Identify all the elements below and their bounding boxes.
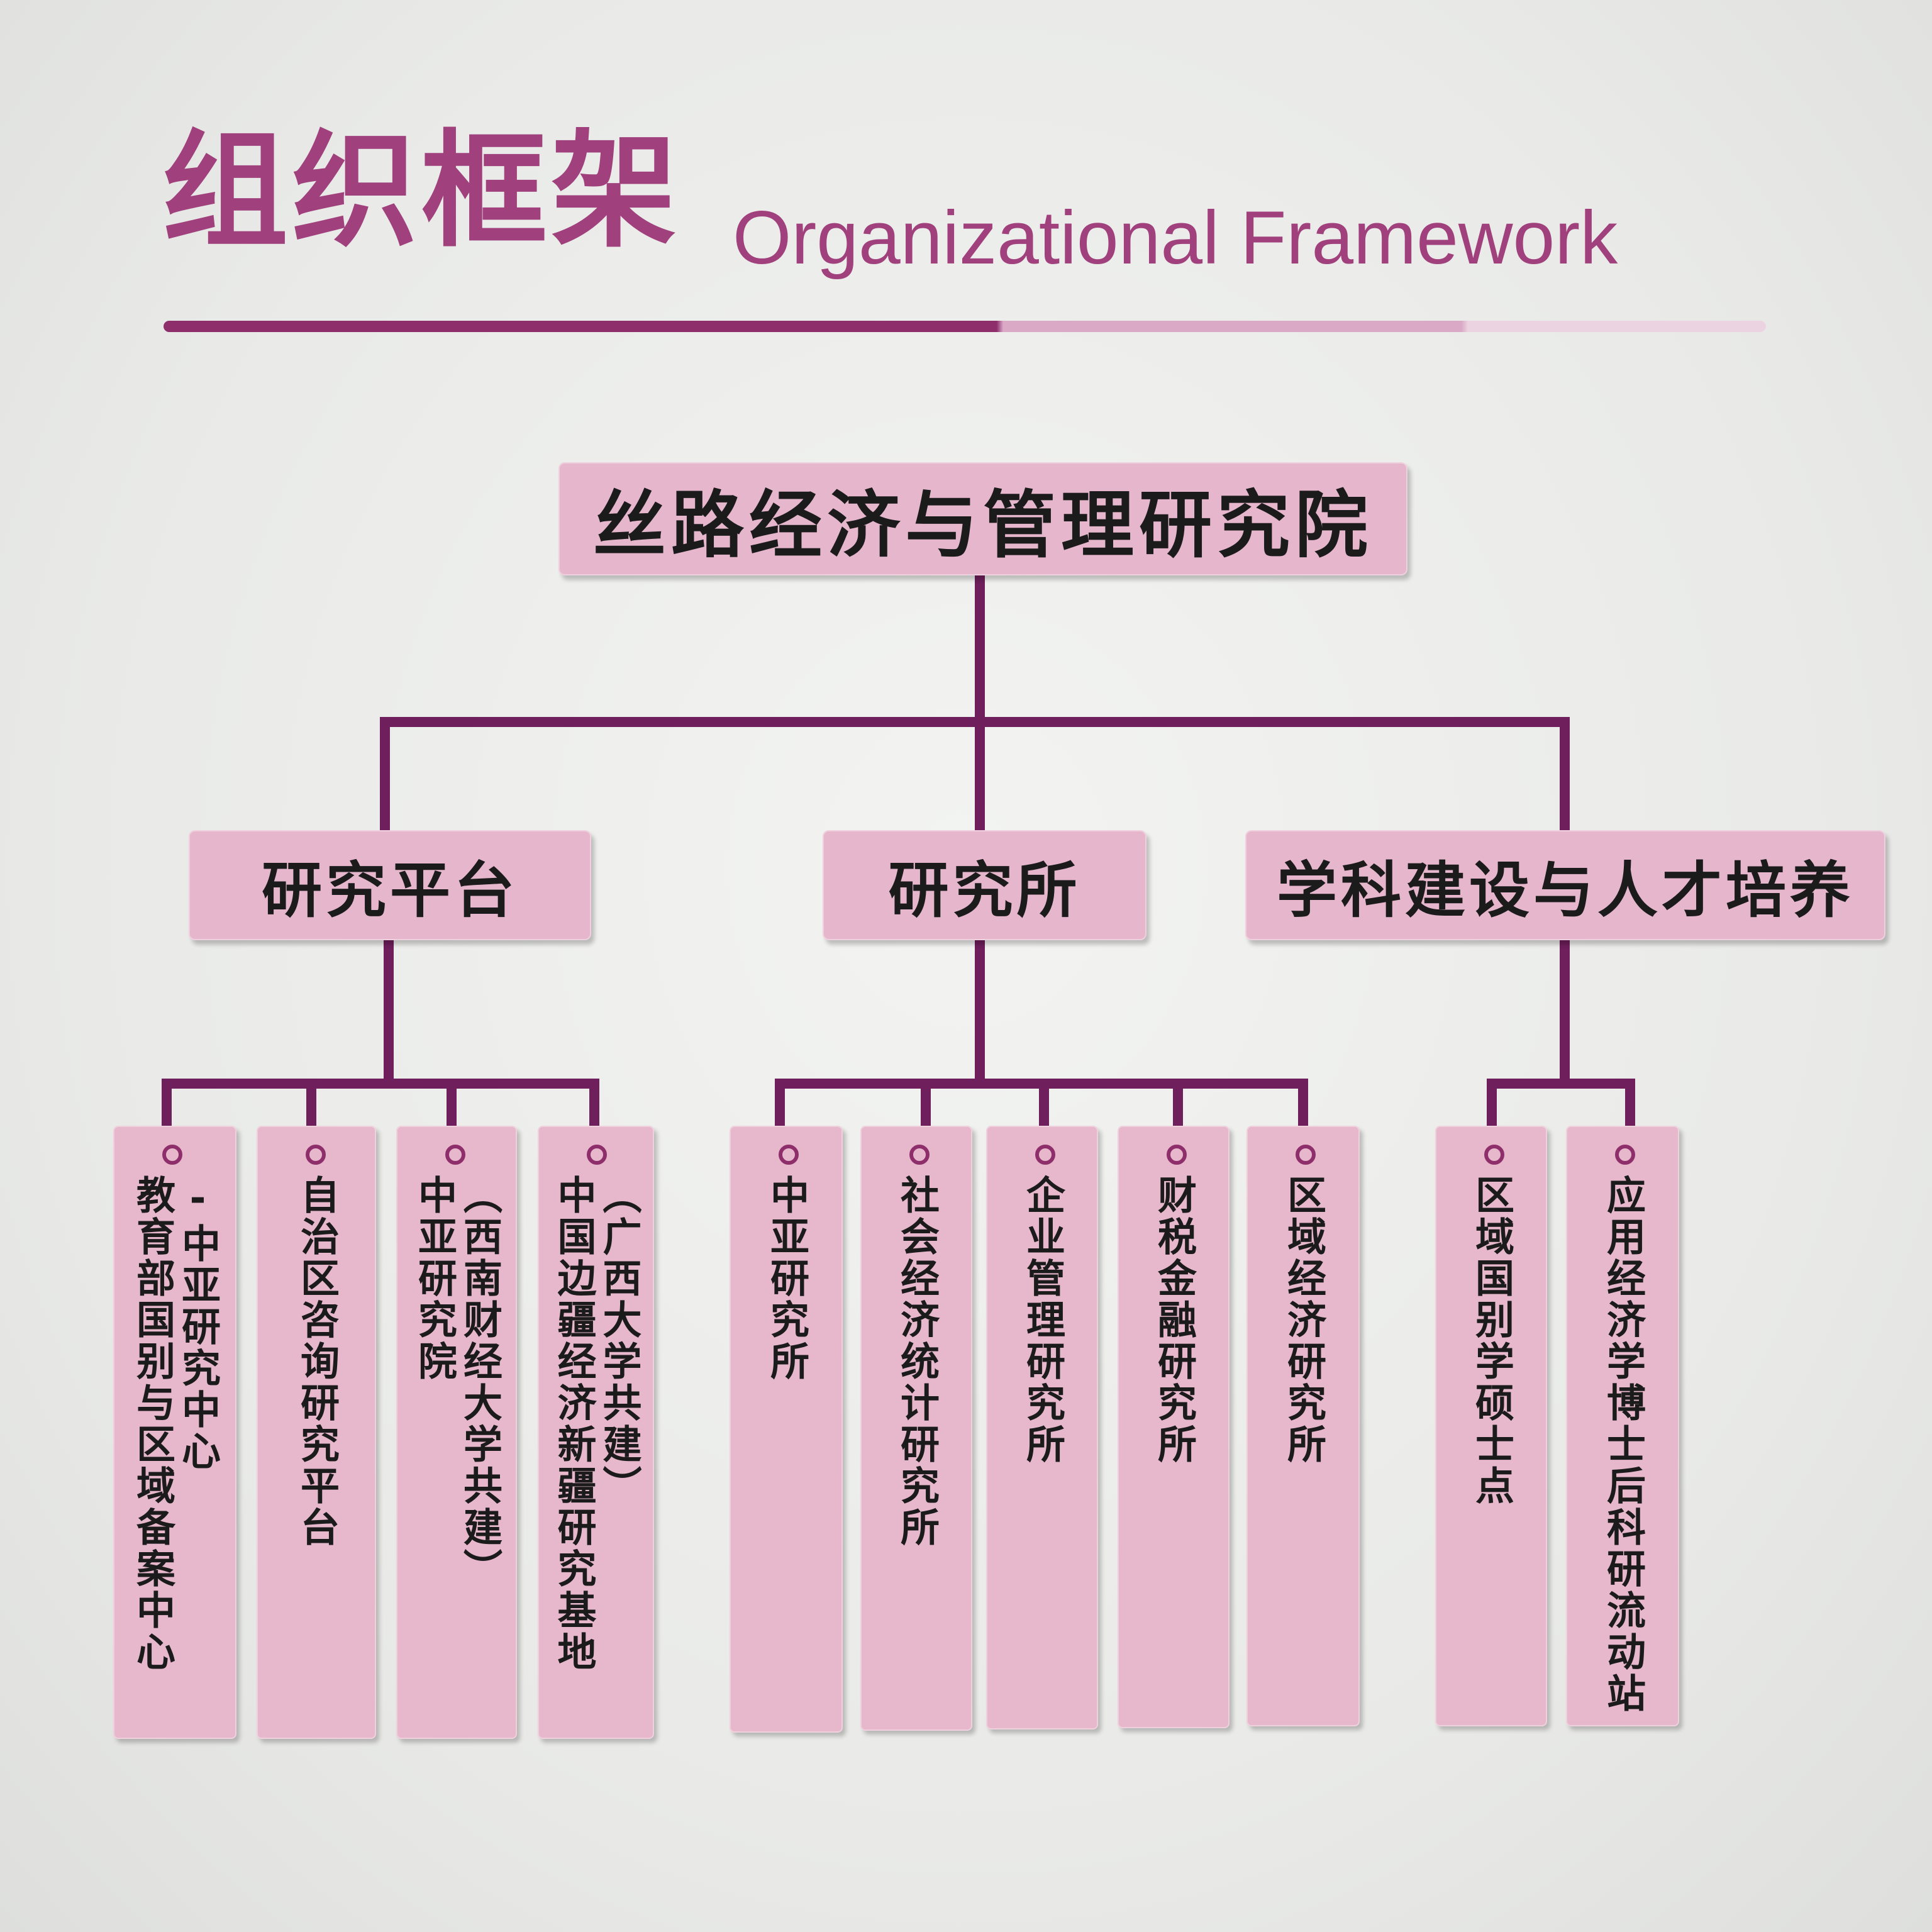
leaf-card: 中亚研究所	[730, 1126, 843, 1733]
leaf-card: 自治区咨询研究平台	[257, 1126, 376, 1739]
leaf-card: 社会经济统计研究所	[860, 1126, 972, 1731]
leaf-text-line: 企业管理研究所	[1019, 1175, 1065, 1465]
leaf-text-line: 区域国别学硕士点	[1468, 1175, 1514, 1507]
leaf-card: 区域国别学硕士点	[1435, 1126, 1547, 1726]
branch-label: 学科建设与人才培养	[1277, 855, 1854, 926]
title-english: Organizational Framework	[733, 196, 1618, 280]
branch-node-institutes: 研究所	[823, 830, 1146, 940]
bullet-dot	[306, 1145, 326, 1165]
bullet-dot	[779, 1145, 799, 1165]
branch-label: 研究平台	[262, 855, 518, 926]
leaf-text-line: 中国边疆经济新疆研究基地	[550, 1175, 597, 1673]
bullet-dot	[1296, 1145, 1316, 1165]
leaf-text-line: 中亚研究院	[411, 1175, 457, 1382]
bullet-dot	[587, 1145, 607, 1165]
bullet-dot	[1167, 1145, 1187, 1165]
leaf-card: 财税金融研究所	[1118, 1126, 1230, 1728]
title-chinese: 组织框架	[162, 118, 681, 265]
leaf-text-line: 中亚研究所	[763, 1175, 809, 1382]
leaf-text-line: 教育部国别与区域备案中心	[130, 1175, 175, 1673]
branch-node-research-platform: 研究平台	[189, 830, 591, 940]
leaf-text-line: 社会经济统计研究所	[894, 1175, 940, 1548]
leaf-card: 应用经济学博士后科研流动站	[1566, 1126, 1679, 1726]
branch-node-discipline-talent: 学科建设与人才培养	[1245, 830, 1885, 940]
bullet-dot	[445, 1145, 465, 1165]
org-root-label: 丝路经济与管理研究院	[593, 483, 1373, 568]
bullet-dot	[162, 1145, 182, 1165]
leaf-card: 企业管理研究所	[986, 1126, 1098, 1729]
leaf-card: （西南财经大学共建） 中亚研究院	[396, 1126, 517, 1739]
leaf-card: （广西大学共建） 中国边疆经济新疆研究基地	[538, 1126, 654, 1739]
leaf-text-line: （广西大学共建）	[596, 1175, 642, 1507]
bullet-dot	[909, 1145, 930, 1165]
bullet-dot	[1615, 1145, 1635, 1165]
leaf-text-line: （西南财经大学共建）	[457, 1175, 502, 1590]
branch-label: 研究所	[888, 855, 1081, 926]
leaf-text-line: -中亚研究中心	[175, 1175, 221, 1472]
leaf-text-line: 自治区咨询研究平台	[294, 1175, 340, 1548]
bullet-dot	[1035, 1145, 1055, 1165]
leaf-card: -中亚研究中心 教育部国别与区域备案中心	[113, 1126, 236, 1739]
leaf-text-line: 财税金融研究所	[1151, 1175, 1197, 1465]
leaf-text-line: 应用经济学博士后科研流动站	[1600, 1175, 1646, 1714]
leaf-card: 区域经济研究所	[1246, 1126, 1360, 1726]
org-root-node: 丝路经济与管理研究院	[558, 462, 1407, 575]
title-underline	[164, 321, 1766, 332]
leaf-text-line: 区域经济研究所	[1280, 1175, 1326, 1465]
bullet-dot	[1484, 1145, 1504, 1165]
